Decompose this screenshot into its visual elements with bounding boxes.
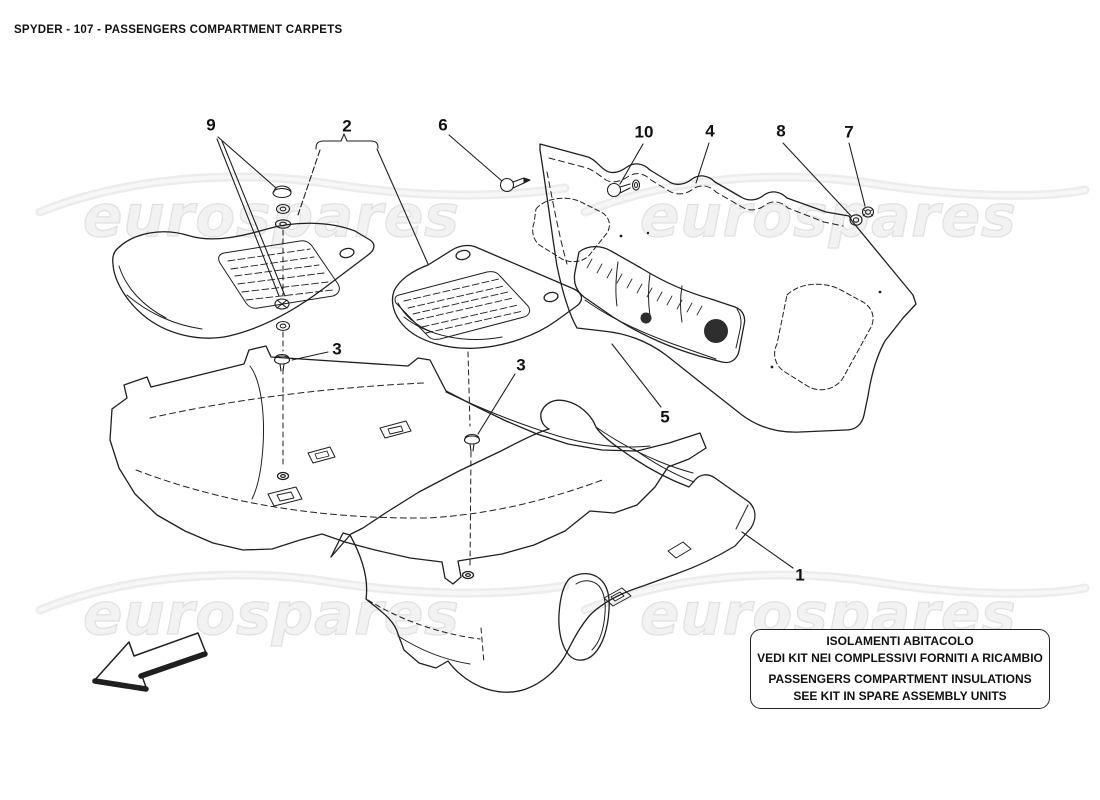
- nut: [861, 206, 875, 218]
- trim-pin: [499, 177, 515, 193]
- leader-5: [611, 343, 662, 408]
- note-line-english-1: PASSENGERS COMPARTMENT INSULATIONS: [768, 671, 1032, 686]
- left-floor-mat-drawing: [112, 222, 375, 339]
- note-line-english-2: SEE KIT IN SPARE ASSEMBLY UNITS: [793, 689, 1007, 703]
- leader-7: [848, 142, 866, 207]
- rear-panel-drawing: [532, 143, 917, 433]
- note-line-italian-1: ISOLAMENTI ABITACOLO: [826, 633, 974, 648]
- leader-9c: [221, 140, 286, 297]
- leader-1: [741, 531, 794, 569]
- trim-pin: [606, 182, 622, 198]
- callout-10[interactable]: 10: [634, 122, 654, 142]
- leader-3b: [477, 373, 516, 435]
- callout-7[interactable]: 7: [844, 122, 854, 142]
- callout-8[interactable]: 8: [776, 121, 786, 141]
- page-title: SPYDER - 107 - PASSENGERS COMPARTMENT CA…: [14, 24, 343, 36]
- leader-2-right: [376, 148, 429, 265]
- callout-2[interactable]: 2: [342, 116, 352, 136]
- grommet: [274, 219, 292, 229]
- direction-arrow: [92, 632, 208, 692]
- leader-8: [782, 142, 852, 217]
- leader-3a: [291, 351, 329, 361]
- lower-floor-carpet-drawing: [330, 399, 756, 693]
- callout-1[interactable]: 1: [795, 565, 805, 585]
- watermark-layer: eurospares eurospares eurospares eurospa…: [35, 172, 1090, 649]
- leader-2-left: [297, 149, 321, 216]
- note-line-italian-2: VEDI KIT NEI COMPLESSIVI FORNITI A RICAM…: [757, 651, 1043, 665]
- main-floor-carpet-drawing: [109, 345, 707, 585]
- watermark-text-bottom-left: eurospares: [83, 580, 460, 648]
- leader-lines: [216, 133, 866, 569]
- lock-washer: [275, 320, 291, 332]
- washer: [849, 214, 863, 226]
- callout-4[interactable]: 4: [705, 121, 715, 141]
- leader-9a: [217, 136, 277, 189]
- spring-clip: [274, 298, 290, 310]
- fasteners-drawing: [272, 177, 875, 567]
- cap-fastener: [272, 187, 292, 199]
- leader-4: [695, 142, 710, 184]
- callout-6[interactable]: 6: [438, 115, 448, 135]
- lock-washer: [275, 203, 291, 215]
- callout-3b[interactable]: 3: [516, 355, 526, 375]
- callout-5[interactable]: 5: [660, 407, 670, 427]
- leader-9b: [216, 138, 280, 297]
- callout-3a[interactable]: 3: [332, 339, 342, 359]
- note-box: ISOLAMENTI ABITACOLO VEDI KIT NEI COMPLE…: [750, 629, 1050, 709]
- right-floor-mat-drawing: [391, 244, 583, 349]
- speaker-grille-large: [704, 319, 728, 343]
- callout-9[interactable]: 9: [206, 115, 216, 135]
- bracket-2: [315, 133, 379, 150]
- leader-10: [619, 143, 644, 185]
- speaker-grille-small: [640, 312, 652, 324]
- watermark-text-top-right: eurospares: [640, 182, 1017, 250]
- rear-trim-strip-drawing: [573, 245, 746, 364]
- watermark-text-top-left: eurospares: [83, 182, 460, 250]
- leader-6: [448, 134, 503, 182]
